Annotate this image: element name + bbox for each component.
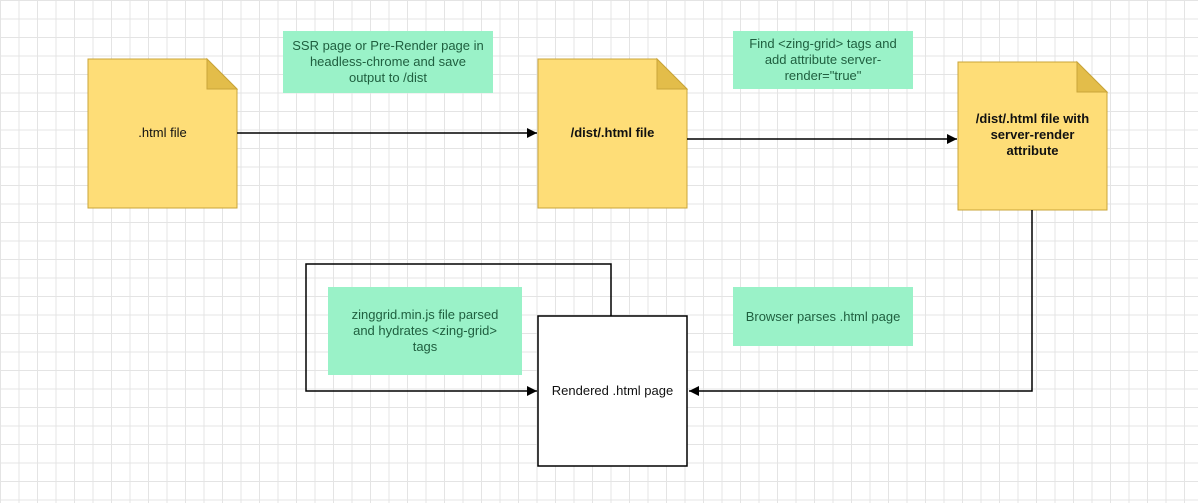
arrow-hydrate-loop bbox=[305, 263, 612, 396]
doc-dist-attr bbox=[957, 60, 1109, 211]
doc-source bbox=[87, 57, 239, 209]
arrow-dist-attr-to-rendered bbox=[689, 210, 1033, 396]
note-find-label: Find <zing-grid> tags and add attribute … bbox=[749, 36, 897, 83]
rendered-page-box bbox=[537, 315, 688, 467]
doc-source-label: .html file bbox=[138, 125, 187, 140]
doc-dist bbox=[537, 57, 689, 209]
note-hydrate bbox=[328, 287, 522, 375]
note-browser bbox=[733, 287, 913, 346]
note-ssr bbox=[283, 31, 493, 93]
note-find bbox=[733, 31, 913, 89]
note-ssr-label: SSR page or Pre-Render page in headless-… bbox=[292, 38, 484, 85]
rendered-page-label: Rendered .html page bbox=[551, 383, 674, 398]
note-browser-label: Browser parses .html page bbox=[745, 308, 901, 324]
note-hydrate-label: zinggrid.min.js file parsed and hydrates… bbox=[351, 307, 499, 354]
doc-dist-label: /dist/.html file bbox=[570, 125, 655, 140]
doc-dist-attr-label: /dist/.html file with server-render attr… bbox=[975, 111, 1090, 158]
